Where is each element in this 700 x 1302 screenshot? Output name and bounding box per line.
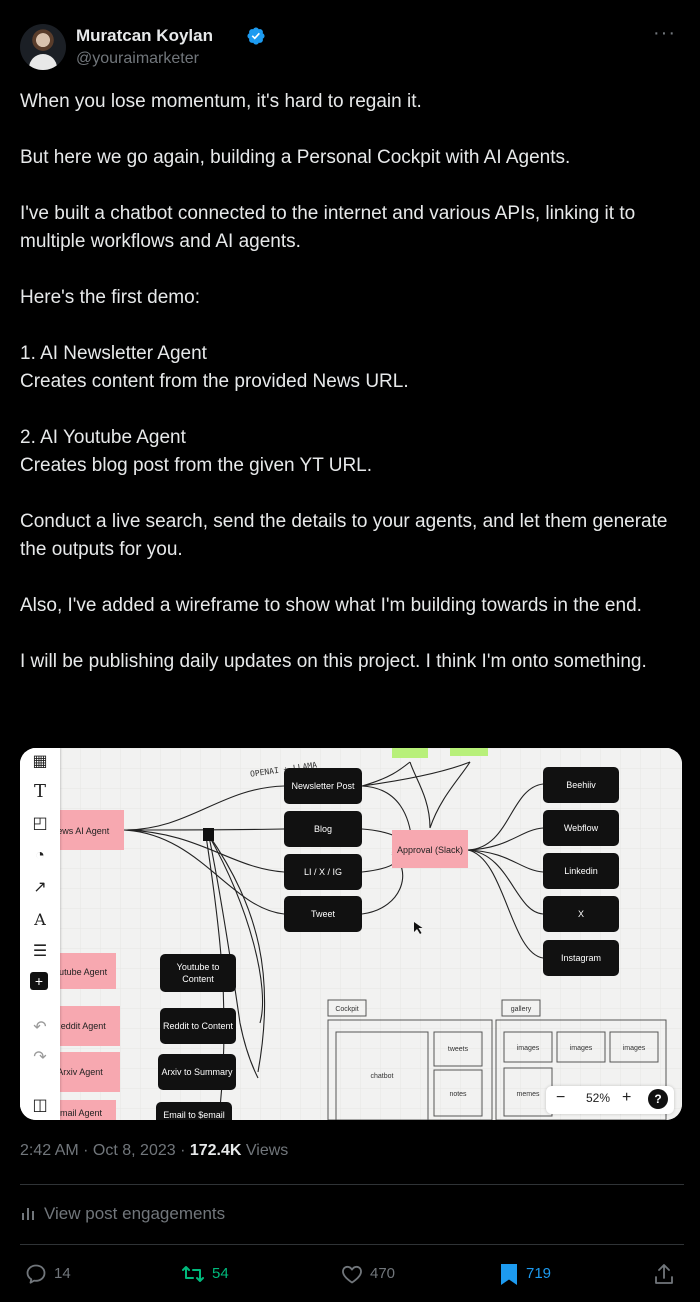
list-item-desc: Creates content from the provided News U… bbox=[20, 371, 409, 392]
add-icon[interactable]: + bbox=[30, 972, 48, 990]
analytics-icon bbox=[22, 1208, 34, 1220]
repost-count: 54 bbox=[212, 1265, 229, 1282]
post-header: Muratcan Koylan @youraimarketer ··· bbox=[20, 22, 680, 74]
view-engagements-label: View post engagements bbox=[44, 1204, 226, 1223]
post-text: When you lose momentum, it's hard to reg… bbox=[20, 88, 680, 704]
processor-youtube-line2: Content bbox=[182, 974, 214, 984]
zoom-level: 52% bbox=[586, 1091, 611, 1105]
help-button[interactable]: ? bbox=[648, 1089, 668, 1109]
processor-youtube-line1: Youtube to bbox=[177, 962, 220, 972]
zoom-controls: − 52% + ? bbox=[546, 1086, 674, 1114]
divider bbox=[20, 1244, 684, 1245]
channel-linkedin: Linkedin bbox=[564, 866, 598, 876]
pen-tool-icon[interactable]: A bbox=[34, 910, 46, 929]
list-item-desc: Creates blog post from the given YT URL. bbox=[20, 455, 373, 476]
list-item-title: 2. AI Youtube Agent bbox=[20, 427, 186, 448]
agent-news: News AI Agent bbox=[51, 826, 110, 836]
processor-reddit: Reddit to Content bbox=[163, 1021, 234, 1031]
verified-badge-icon bbox=[247, 27, 265, 45]
gallery-label: gallery bbox=[511, 1006, 532, 1013]
share-button[interactable] bbox=[652, 1262, 676, 1286]
post-paragraph: I've built a chatbot connected to the in… bbox=[20, 203, 636, 252]
panel-icon[interactable]: ◫ bbox=[32, 1097, 48, 1114]
views-count: 172.4K bbox=[189, 1142, 242, 1159]
post-paragraph: Conduct a live search, send the details … bbox=[20, 511, 668, 560]
more-options-icon[interactable]: ··· bbox=[653, 22, 676, 44]
approval-node bbox=[392, 830, 468, 868]
bookmark-button[interactable]: 719 bbox=[498, 1262, 551, 1286]
cursor-icon bbox=[414, 922, 423, 934]
sticky-green-2 bbox=[450, 748, 488, 756]
avatar[interactable] bbox=[20, 24, 66, 70]
agent-arxiv: Arxiv Agent bbox=[57, 1067, 103, 1077]
table-icon[interactable]: ▦ bbox=[32, 753, 48, 770]
cockpit-notes: notes bbox=[449, 1091, 467, 1098]
bookmark-icon bbox=[501, 1264, 517, 1286]
repost-button[interactable]: 54 bbox=[180, 1262, 229, 1286]
author-handle[interactable]: @youraimarketer bbox=[76, 50, 199, 67]
comment-icon[interactable]: ☰ bbox=[32, 943, 48, 960]
cockpit-chatbot: chatbot bbox=[371, 1073, 394, 1080]
output-tweet: Tweet bbox=[311, 909, 336, 919]
bookmark-count: 719 bbox=[526, 1265, 552, 1282]
post-paragraph: I will be publishing daily updates on th… bbox=[20, 651, 647, 672]
connector-node bbox=[203, 828, 214, 841]
list-item-title: 1. AI Newsletter Agent bbox=[20, 343, 207, 364]
output-blog: Blog bbox=[314, 824, 332, 834]
cockpit-label: Cockpit bbox=[335, 1006, 358, 1013]
zoom-in-button[interactable]: + bbox=[622, 1089, 632, 1106]
post-media[interactable]: OPENAI + LLAMA News AI Agent Youtube Age… bbox=[20, 748, 682, 1120]
processor-arxiv: Arxiv to Summary bbox=[161, 1067, 233, 1077]
post-paragraph: When you lose momentum, it's hard to reg… bbox=[20, 91, 422, 112]
post-paragraph: But here we go again, building a Persona… bbox=[20, 147, 571, 168]
cockpit-tweets: tweets bbox=[448, 1046, 469, 1053]
processor-email: Email to $email bbox=[163, 1110, 225, 1120]
channel-instagram: Instagram bbox=[561, 953, 601, 963]
undo-icon[interactable]: ↶ bbox=[33, 1019, 47, 1036]
gallery-images-3: images bbox=[623, 1045, 646, 1052]
whiteboard-diagram: OPENAI + LLAMA News AI Agent Youtube Age… bbox=[20, 748, 682, 1120]
approval-label: Approval (Slack) bbox=[397, 845, 463, 855]
gallery-images-2: images bbox=[570, 1045, 593, 1052]
post-paragraph: Also, I've added a wireframe to show wha… bbox=[20, 595, 642, 616]
sticky-note-icon[interactable]: ◰ bbox=[32, 815, 48, 832]
channel-beehiiv: Beehiiv bbox=[566, 780, 596, 790]
heart-icon bbox=[342, 1265, 362, 1284]
output-li-x-ig: LI / X / IG bbox=[304, 867, 342, 877]
reply-icon bbox=[26, 1264, 46, 1284]
agent-reddit: Reddit Agent bbox=[54, 1021, 106, 1031]
like-button[interactable]: 470 bbox=[340, 1262, 395, 1286]
author-name[interactable]: Muratcan Koylan bbox=[76, 26, 213, 45]
agent-youtube: Youtube Agent bbox=[49, 967, 108, 977]
views-label: Views bbox=[241, 1142, 289, 1159]
gallery-memes: memes bbox=[517, 1091, 540, 1098]
zoom-out-button[interactable]: − bbox=[556, 1089, 566, 1106]
redo-icon[interactable]: ↷ bbox=[33, 1049, 47, 1066]
arrow-tool-icon[interactable]: ↗ bbox=[33, 879, 47, 896]
agent-email: Email Agent bbox=[54, 1108, 103, 1118]
text-tool-icon[interactable]: T bbox=[33, 781, 46, 802]
whiteboard-toolbar: ▦ T ◰ ◔ ↗ A ☰ + ↶ ↷ ◫ bbox=[20, 748, 60, 1120]
shapes-icon[interactable]: ◔ bbox=[35, 847, 45, 864]
reply-count: 14 bbox=[54, 1265, 71, 1282]
channel-webflow: Webflow bbox=[564, 823, 599, 833]
gallery-images-1: images bbox=[517, 1045, 540, 1052]
post-paragraph: Here's the first demo: bbox=[20, 287, 200, 308]
output-newsletter-post: Newsletter Post bbox=[291, 781, 355, 791]
sticky-green-1 bbox=[392, 748, 428, 758]
post-meta: 2:42 AM · Oct 8, 2023 · 172.4K Views bbox=[20, 1142, 288, 1160]
divider bbox=[20, 1184, 684, 1185]
channel-x: X bbox=[578, 909, 584, 919]
view-engagements-link[interactable]: View post engagements bbox=[20, 1204, 225, 1224]
share-icon bbox=[655, 1264, 673, 1284]
reply-button[interactable]: 14 bbox=[24, 1262, 71, 1286]
like-count: 470 bbox=[370, 1265, 396, 1282]
post-timestamp[interactable]: 2:42 AM · Oct 8, 2023 · bbox=[20, 1142, 190, 1159]
repost-icon bbox=[182, 1266, 204, 1283]
